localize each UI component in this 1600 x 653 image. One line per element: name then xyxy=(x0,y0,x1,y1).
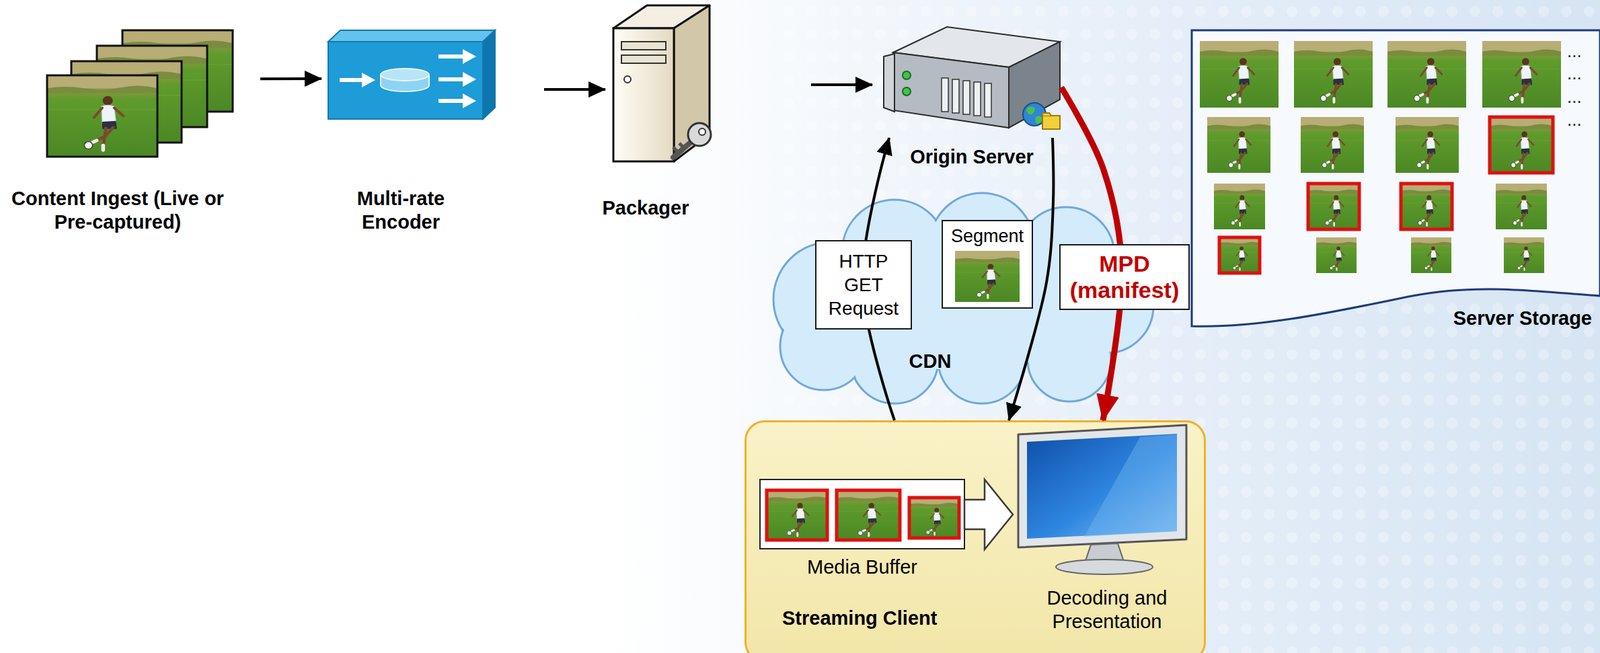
node-illustration xyxy=(1191,30,1600,327)
node-illustration xyxy=(328,30,495,120)
client-panel: Media BufferDecoding and PresentationStr… xyxy=(744,420,1206,653)
encoder-icon: Multi-rate Encoder xyxy=(328,30,495,120)
node-title: Server Storage xyxy=(1385,306,1592,331)
ellipsis-mark: ... xyxy=(1567,87,1582,107)
segment-thumbnail xyxy=(955,250,1020,302)
node-caption: Decoding and Presentation xyxy=(1033,586,1182,634)
node-title: Origin Server xyxy=(897,145,1046,169)
node-illustration xyxy=(883,26,1060,130)
node-illustration xyxy=(328,30,495,120)
edge-label-box: Segment xyxy=(941,219,1034,309)
server-icon: Origin Server xyxy=(882,25,1062,138)
node-illustration xyxy=(45,28,235,159)
edge-label-box: HTTP GET Request xyxy=(815,240,912,330)
flow-arrow xyxy=(811,83,873,87)
edge-label: HTTP GET Request xyxy=(828,249,899,321)
monitor-icon: Decoding and Presentation xyxy=(1015,423,1189,577)
node-illustration xyxy=(613,5,711,162)
flow-arrow xyxy=(260,77,322,81)
node-illustration xyxy=(759,479,965,549)
storage-panel: Server Storage xyxy=(1191,30,1600,335)
node-illustration xyxy=(1191,30,1600,333)
node-illustration xyxy=(612,3,715,164)
block-arrow xyxy=(964,479,1013,550)
media-buffer-box: Media Buffer xyxy=(759,479,965,549)
edge-label: Segment xyxy=(950,225,1024,247)
edge-label-box: MPD (manifest) xyxy=(1059,244,1190,311)
packager-icon: Packager xyxy=(612,3,715,164)
node-title: Packager xyxy=(585,196,707,220)
ellipsis-mark: ... xyxy=(1567,41,1582,62)
ellipsis-mark: ... xyxy=(1567,110,1582,130)
node-caption: Media Buffer xyxy=(794,555,930,580)
connector-layer xyxy=(260,78,1122,550)
node-illustration xyxy=(1018,425,1187,575)
node-illustration xyxy=(759,479,965,549)
node-title: Streaming Client xyxy=(782,606,998,631)
node-illustration xyxy=(882,25,1062,138)
node-title: Multi-rate Encoder xyxy=(333,186,469,235)
node-title: CDN xyxy=(889,349,971,374)
ellipsis-mark: ... xyxy=(1567,63,1582,84)
segment-thumbnail xyxy=(955,250,1020,302)
content-ingest-icon: Content Ingest (Live or Pre-captured) xyxy=(45,28,235,159)
flow-arrow xyxy=(544,88,606,91)
node-illustration xyxy=(1015,423,1189,577)
node-illustration xyxy=(47,30,233,157)
edge-label: MPD (manifest) xyxy=(1070,250,1179,304)
node-title: Content Ingest (Live or Pre-captured) xyxy=(10,186,226,235)
